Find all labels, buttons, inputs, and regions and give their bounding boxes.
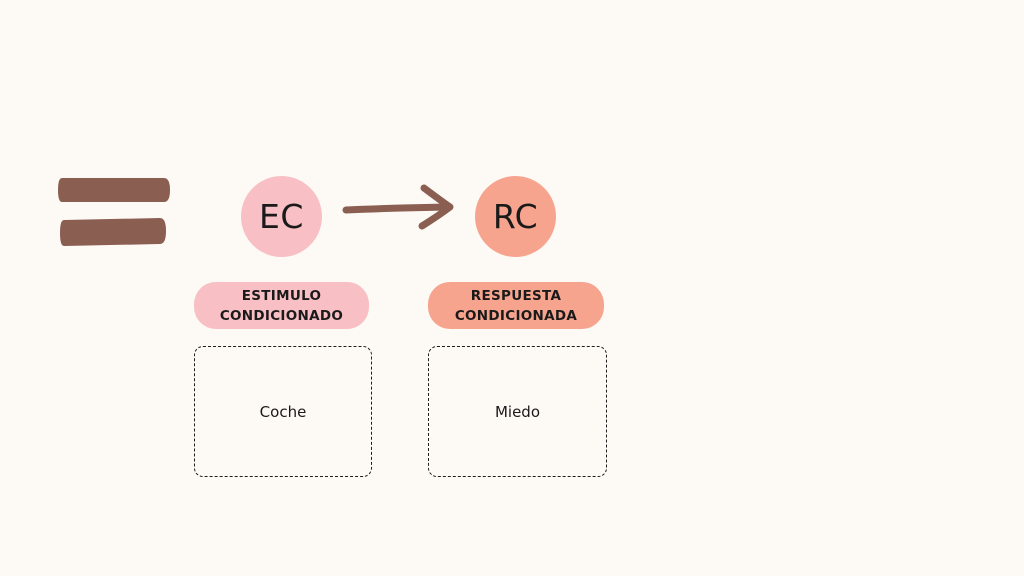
rc-label-line2: CONDICIONADA (454, 307, 578, 324)
rc-abbreviation: RC (492, 197, 539, 236)
ec-abbreviation: EC (259, 197, 304, 236)
arrow-right-icon (342, 184, 454, 230)
rc-circle: RC (475, 176, 556, 257)
equals-icon (58, 178, 170, 246)
ec-example-box: Coche (194, 346, 372, 477)
rc-example-text: Miedo (494, 402, 541, 421)
rc-example-box: Miedo (428, 346, 607, 477)
rc-label-pill: RESPUESTA CONDICIONADA (428, 282, 604, 329)
ec-label-line1: ESTIMULO (241, 287, 322, 304)
rc-label-line1: RESPUESTA (470, 287, 562, 304)
ec-label-pill: ESTIMULO CONDICIONADO (194, 282, 369, 329)
ec-label-line2: CONDICIONADO (219, 307, 344, 324)
ec-example-text: Coche (259, 402, 307, 421)
ec-circle: EC (241, 176, 322, 257)
